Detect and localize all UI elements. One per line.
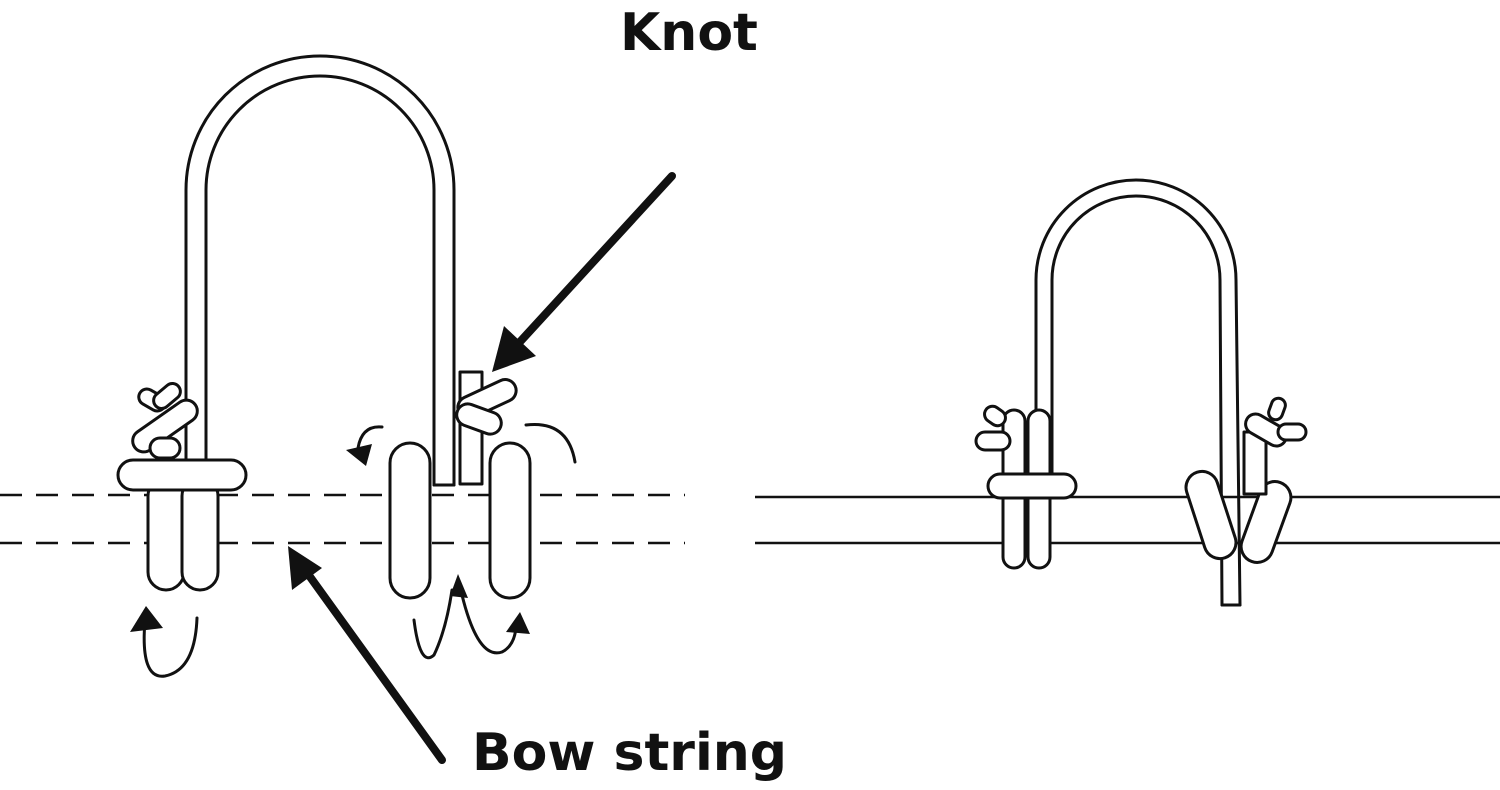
loop-u-shape xyxy=(184,54,456,487)
knot-label: Knot xyxy=(620,3,758,63)
right-serving xyxy=(388,370,532,600)
left-serving xyxy=(116,382,248,592)
knot-pointer-arrow xyxy=(492,172,676,372)
bow-string-label: Bow string xyxy=(472,723,787,783)
right-figure xyxy=(755,178,1500,607)
bow-string-dashed xyxy=(0,493,685,545)
right-rotation-arrows xyxy=(346,422,577,660)
left-figure: Knot Bow string xyxy=(0,3,787,783)
bow-string-pointer-arrow xyxy=(288,546,446,764)
installed-right-serving xyxy=(1184,396,1308,564)
left-rotation-arrow xyxy=(130,606,199,678)
bow-string-solid xyxy=(755,495,1500,545)
installed-left-serving xyxy=(974,404,1078,570)
loop-u-shape-small xyxy=(1034,178,1242,607)
